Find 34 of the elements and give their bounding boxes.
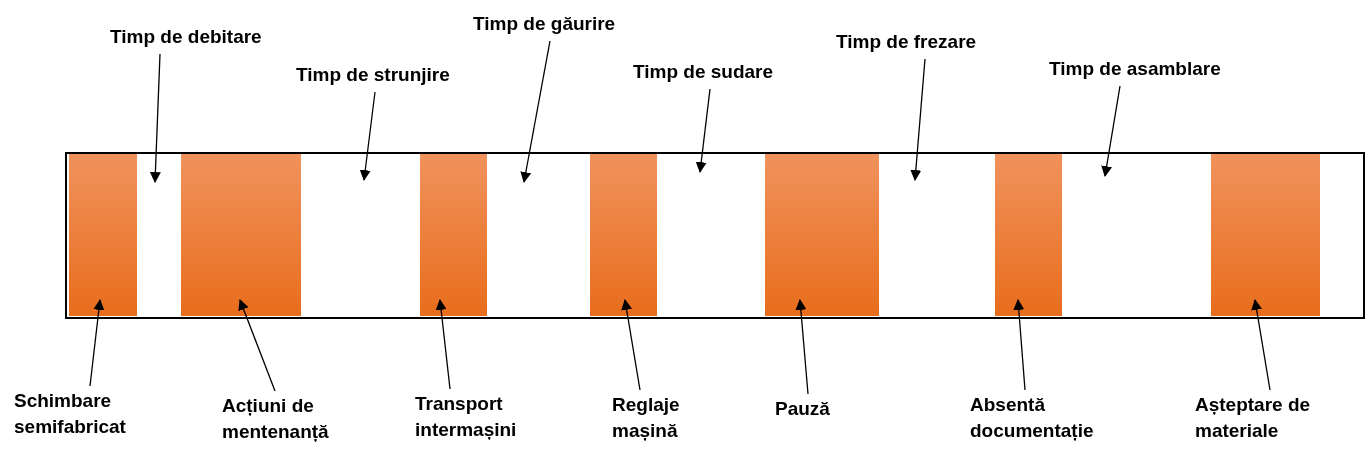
downtime-segment <box>590 154 657 316</box>
leader-arrow <box>238 298 276 392</box>
label-text: Timp de debitare <box>110 25 263 49</box>
timeline-bar <box>65 152 1365 319</box>
label-text: Timp de asamblare <box>1049 57 1222 81</box>
leader-arrow <box>149 53 161 184</box>
label-text: Timp de strunjire <box>296 63 451 87</box>
leader-arrow <box>621 298 641 391</box>
leader-arrow <box>910 58 926 182</box>
label-text: Acțiuni de mentenanță <box>222 394 330 444</box>
leader-arrow <box>89 298 105 387</box>
label-text: Timp de găurire <box>473 12 617 36</box>
label-text: Pauză <box>775 397 831 421</box>
leader-arrow <box>359 91 376 182</box>
leader-arrow <box>435 298 451 390</box>
leader-arrow <box>1101 85 1121 178</box>
downtime-segment <box>69 154 137 316</box>
label-text: Așteptare de materiale <box>1195 393 1312 443</box>
label-text: Timp de frezare <box>836 30 978 54</box>
downtime-segment <box>995 154 1062 316</box>
leader-arrow <box>1013 298 1026 391</box>
leader-arrow <box>1251 298 1271 391</box>
leader-arrow <box>695 88 711 174</box>
downtime-segment <box>181 154 301 316</box>
label-text: Transport intermașini <box>415 392 518 442</box>
label-text: Timp de sudare <box>633 60 775 84</box>
downtime-segment <box>765 154 879 316</box>
downtime-segment <box>1211 154 1320 316</box>
label-text: Schimbare semifabricat <box>14 389 127 439</box>
downtime-segment <box>420 154 487 316</box>
leader-arrow <box>795 298 809 395</box>
leader-arrow <box>520 40 551 184</box>
label-text: Absentă documentație <box>970 393 1095 443</box>
label-text: Reglaje mașină <box>612 393 681 443</box>
